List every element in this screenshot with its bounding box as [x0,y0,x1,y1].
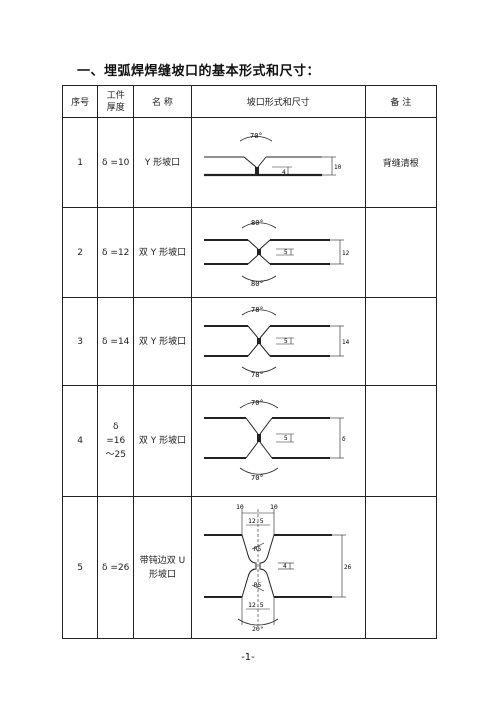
row-no: 3 [61,297,99,386]
row-remark [364,496,438,639]
row-thickness: δ =10 [97,117,135,208]
row-diagram: 78° 78° 5 14 [190,297,366,386]
dim-root: 4 [283,563,287,570]
dim-angle-bottom: 80° [251,280,264,288]
table-row: 3 δ =14 双 Y 形坡口 78° 78° [61,297,438,386]
dim-angle-top: 70° [251,399,264,407]
row-remark [364,385,438,497]
dim-root: 5 [284,338,288,345]
header-thickness: 工件厚度 [97,85,135,118]
row-thickness: δ =16～25 [97,385,135,497]
dim-width-bottom: 12.5 [248,601,264,609]
table-header-row: 序号 工件厚度 名 称 坡口形式和尺寸 备 注 [61,85,438,118]
row-no: 4 [61,385,99,497]
row-thickness: δ =14 [97,297,135,386]
dim-thick: δ [342,436,346,443]
row-name: 双 Y 形坡口 [133,385,192,497]
row-diagram: 10 10 12.5 R5 4 R5 12.5 20° 26 [190,496,366,639]
dim-thick: 12 [342,250,350,257]
dim-angle-bottom: 70° [251,474,264,482]
header-remark: 备 注 [364,85,438,118]
y-groove-diagram: 70° 4 10 [204,132,342,176]
row-name: Y 形坡口 [133,117,192,208]
row-no: 2 [61,207,99,298]
row-diagram: 70° 70° 5 δ [190,385,366,497]
dim-angle-bottom: 20° [252,625,264,633]
row-no: 1 [61,117,99,208]
row-name: 双 Y 形坡口 [133,207,192,298]
table-row: 2 δ =12 双 Y 形坡口 80° 80° [61,207,438,298]
row-diagram: 80° 80° 5 12 [190,207,366,298]
double-y-groove-diagram: 80° 80° 5 12 [204,219,350,288]
dim-angle-top: 80° [251,219,264,227]
header-name: 名 称 [133,85,192,118]
page-heading: 一、埋弧焊焊缝坡口的基本形式和尺寸： [77,64,321,79]
dim-root: 5 [284,435,288,442]
header-diagram: 坡口形式和尺寸 [190,85,366,118]
dim-top-left: 10 [236,503,244,511]
row-remark [364,207,438,298]
row-no: 5 [61,496,99,639]
row-thickness-label: δ =16～25 [105,422,126,460]
double-u-groove-diagram: 10 10 12.5 R5 4 R5 12.5 20° 26 [204,503,352,633]
header-no: 序号 [61,85,99,118]
dim-top-right: 10 [270,503,278,511]
dim-thick: 26 [344,564,352,571]
row-name: 双 Y 形坡口 [133,297,192,386]
table-row: 5 δ =26 带钝边双 U 形坡口 [61,496,438,639]
dim-thick: 10 [334,164,342,171]
row-thickness: δ =12 [97,207,135,298]
double-y-groove-diagram: 78° 78° 5 14 [204,306,350,379]
row-diagram: 70° 4 10 [190,117,366,208]
dim-angle-top: 70° [250,132,263,140]
dim-radius-top: R5 [254,546,262,553]
dim-thick: 14 [342,339,350,346]
groove-table: 序号 工件厚度 名 称 坡口形式和尺寸 备 注 1 δ =10 Y 形坡口 [61,85,438,639]
page-number: -1- [241,652,255,663]
row-remark [364,297,438,386]
table-row: 4 δ =16～25 双 Y 形坡口 70° 70 [61,385,438,497]
table-row: 1 δ =10 Y 形坡口 70° 4 10 [61,117,438,208]
dim-radius-bottom: R5 [254,582,262,589]
dim-root: 5 [284,249,288,256]
double-y-groove-diagram: 70° 70° 5 δ [204,399,346,482]
header-thickness-label: 工件厚度 [106,90,125,113]
dim-angle-top: 78° [251,306,264,314]
row-remark: 背缝清根 [364,117,438,208]
dim-root: 4 [282,169,286,176]
dim-width-top: 12.5 [248,517,264,525]
row-thickness: δ =26 [97,496,135,639]
row-name: 带钝边双 U 形坡口 [133,496,192,639]
dim-angle-bottom: 78° [251,371,264,379]
